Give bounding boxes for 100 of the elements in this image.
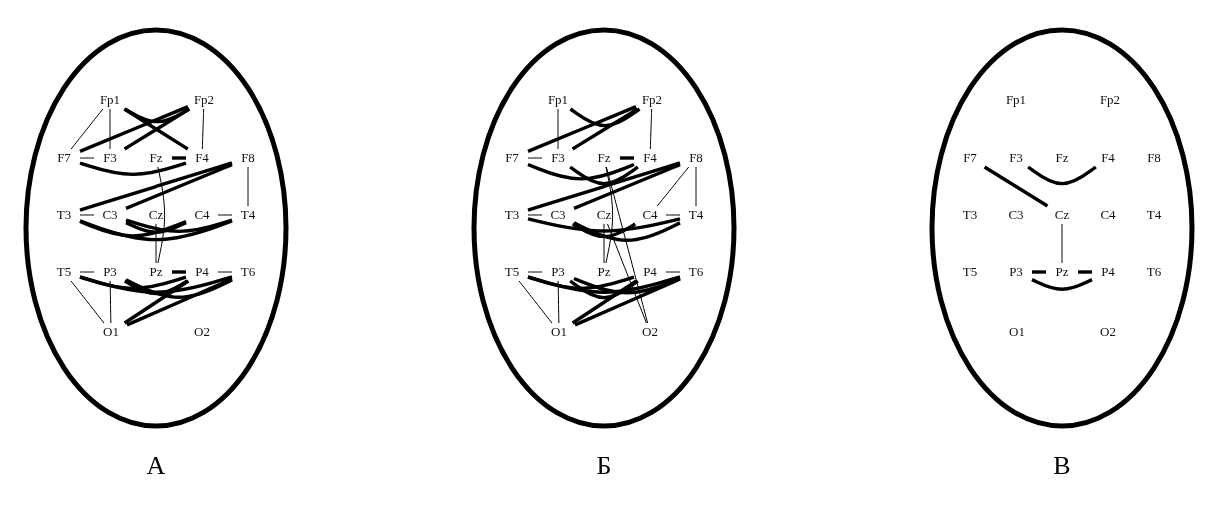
electrode-label: Fz bbox=[597, 150, 611, 165]
connection-line bbox=[79, 161, 233, 212]
connection-line bbox=[518, 280, 553, 324]
connection-line bbox=[79, 161, 187, 177]
electrode-label: T4 bbox=[240, 207, 256, 222]
electrode-label: T4 bbox=[688, 207, 704, 222]
connection-line bbox=[1027, 165, 1097, 186]
connection-line bbox=[574, 277, 681, 327]
connection-line bbox=[79, 275, 233, 294]
electrode-label: T4 bbox=[1146, 207, 1162, 222]
electrode-label: O1 bbox=[1009, 324, 1025, 339]
electrode-label: P3 bbox=[103, 264, 117, 279]
connection-line bbox=[695, 166, 697, 207]
connection-line bbox=[109, 108, 111, 150]
connection-line bbox=[527, 271, 543, 273]
connection-line bbox=[527, 157, 543, 159]
panel-label: Б bbox=[595, 451, 613, 481]
connection-line bbox=[79, 105, 189, 153]
connection-line bbox=[557, 108, 559, 150]
electrode-label: F3 bbox=[551, 150, 565, 165]
electrode-label: Pz bbox=[149, 264, 163, 279]
connection-line bbox=[656, 166, 690, 207]
electrode-label: T6 bbox=[1146, 264, 1162, 279]
connection-line bbox=[605, 166, 614, 264]
electrode-label: Fp2 bbox=[641, 92, 663, 107]
connection-line bbox=[1031, 278, 1093, 291]
connection-line bbox=[569, 165, 639, 186]
connection-line bbox=[126, 277, 233, 327]
connection-line bbox=[665, 214, 681, 216]
connection-line bbox=[1077, 270, 1093, 274]
connection-line bbox=[573, 163, 681, 210]
connection-line bbox=[125, 163, 233, 210]
connection-line bbox=[619, 156, 635, 160]
connection-line bbox=[125, 218, 233, 234]
electrode-label: F3 bbox=[103, 150, 117, 165]
connection-line bbox=[79, 219, 187, 238]
connection-line bbox=[125, 278, 233, 299]
connection-line bbox=[983, 165, 1049, 208]
connection-line bbox=[123, 279, 189, 296]
electrode-label: P3 bbox=[551, 264, 565, 279]
connection-line bbox=[79, 219, 233, 242]
connection-line bbox=[605, 166, 649, 324]
connection-line bbox=[649, 108, 653, 150]
connection-line bbox=[527, 275, 681, 294]
connection-line bbox=[217, 214, 233, 216]
electrode-label: F7 bbox=[963, 150, 977, 165]
connection-line bbox=[247, 166, 249, 207]
connection-line bbox=[527, 214, 543, 216]
electrode-label: F4 bbox=[643, 150, 657, 165]
connection-line bbox=[155, 223, 157, 264]
electrode-label: F4 bbox=[1101, 150, 1115, 165]
connection-line bbox=[571, 107, 639, 151]
connection-line bbox=[603, 223, 605, 264]
electrode-label: C4 bbox=[194, 207, 210, 222]
electrode-label: T5 bbox=[962, 264, 978, 279]
connection-line bbox=[217, 271, 233, 273]
connection-line bbox=[171, 270, 187, 274]
connection-line bbox=[527, 162, 635, 181]
electrode-label: Fp2 bbox=[1099, 92, 1121, 107]
connection-line bbox=[665, 271, 681, 273]
electrode-label: Fp1 bbox=[547, 92, 569, 107]
connection-line bbox=[569, 279, 639, 300]
electrode-label: T3 bbox=[962, 207, 978, 222]
electrode-label: Cz bbox=[1054, 207, 1070, 222]
electrode-label: Fp1 bbox=[1005, 92, 1027, 107]
connection-line bbox=[527, 217, 681, 233]
connection-line bbox=[171, 156, 187, 160]
electrode-label: F4 bbox=[195, 150, 209, 165]
electrode-label: F8 bbox=[241, 150, 255, 165]
connection-line bbox=[123, 279, 190, 325]
electrode-label: F8 bbox=[1147, 150, 1161, 165]
connection-line bbox=[157, 166, 166, 264]
electrode-label: T3 bbox=[56, 207, 72, 222]
electrode-label: Fz bbox=[1055, 150, 1069, 165]
connection-line bbox=[125, 221, 187, 234]
connection-line bbox=[607, 223, 647, 324]
connection-line bbox=[1031, 270, 1047, 274]
connection-line bbox=[527, 105, 637, 153]
electrode-label: Fp1 bbox=[99, 92, 121, 107]
electrode-label: Fz bbox=[149, 150, 163, 165]
electrode-label: Pz bbox=[597, 264, 611, 279]
electrode-label: T5 bbox=[504, 264, 520, 279]
electrode-label: O1 bbox=[551, 324, 567, 339]
connection-line bbox=[1061, 223, 1063, 264]
connection-line bbox=[79, 214, 95, 216]
connection-line bbox=[527, 161, 681, 212]
connection-line bbox=[527, 275, 635, 291]
electrode-label: C3 bbox=[550, 207, 566, 222]
connection-line bbox=[109, 280, 112, 324]
electrode-label: T6 bbox=[688, 264, 704, 279]
electrode-label: P4 bbox=[643, 264, 657, 279]
electrode-label: Pz bbox=[1055, 264, 1069, 279]
electrode-label: F8 bbox=[689, 150, 703, 165]
connection-line bbox=[571, 279, 638, 325]
electrode-label: T6 bbox=[240, 264, 256, 279]
connection-line bbox=[70, 108, 104, 150]
connection-line bbox=[573, 221, 681, 242]
electrode-label: F7 bbox=[57, 150, 71, 165]
connection-line bbox=[569, 107, 641, 128]
electrode-label: Fp2 bbox=[193, 92, 215, 107]
